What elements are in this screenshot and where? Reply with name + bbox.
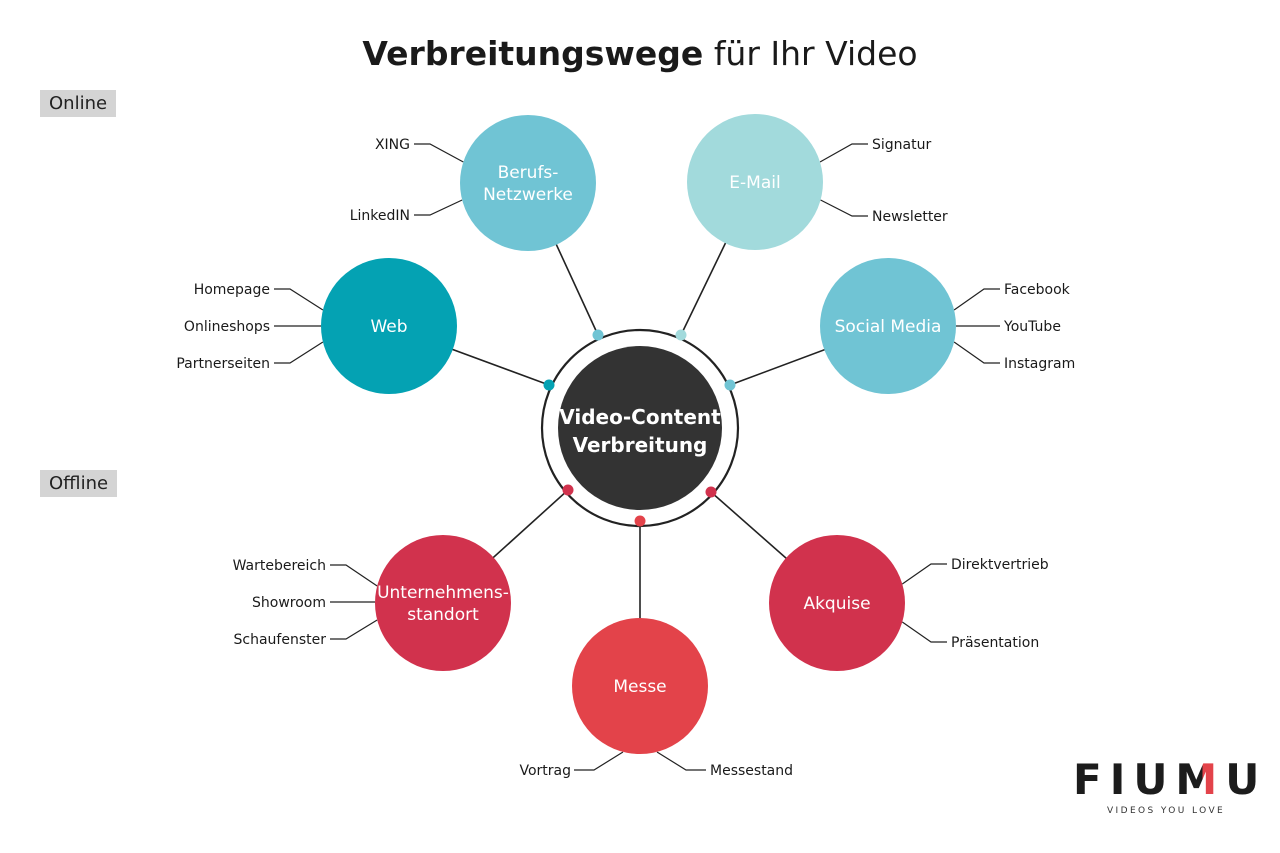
- leaf-label-unternehmen: Wartebereich: [233, 558, 326, 574]
- ring-dot-messe: [634, 515, 646, 527]
- ring-dot-berufs: [592, 329, 604, 341]
- section-label-online: Online: [40, 90, 117, 117]
- leaf-label-email: Newsletter: [872, 209, 948, 225]
- leaf-label-email: Signatur: [872, 137, 931, 153]
- leaf-line-berufs: [414, 143, 464, 163]
- leaf-label-unternehmen: Showroom: [252, 595, 326, 611]
- node-circle-akquise: [769, 535, 905, 671]
- logo-letters-b: U: [1225, 755, 1268, 804]
- leaf-label-web: Onlineshops: [184, 319, 270, 335]
- node-circle-web: [321, 258, 457, 394]
- node-circle-email: [687, 114, 823, 250]
- logo-tagline: VIDEOS YOU LOVE: [1107, 806, 1226, 816]
- logo-letters-a: FIU: [1073, 755, 1176, 804]
- logo-letter-m: M: [1175, 755, 1226, 804]
- section-label-offline: Offline: [40, 470, 118, 497]
- leaf-label-berufs: XING: [375, 137, 410, 153]
- leaf-line-messe: [574, 751, 624, 771]
- leaf-line-social: [953, 288, 1000, 311]
- leaf-line-unternehmen: [330, 564, 378, 587]
- node-circle-unternehmen: [375, 535, 511, 671]
- leaf-line-email: [819, 143, 868, 163]
- ring-dot-akquise: [705, 486, 717, 498]
- leaf-label-akquise: Direktvertrieb: [951, 557, 1049, 573]
- logo-word: FIUMU: [1073, 755, 1259, 804]
- leaf-line-akquise: [901, 563, 947, 585]
- node-label-berufs: Netzwerke: [483, 185, 573, 205]
- title-rest: für Ihr Video: [713, 34, 918, 73]
- node-label-akquise: Akquise: [803, 594, 870, 614]
- leaf-line-unternehmen: [330, 619, 378, 640]
- leaf-line-berufs: [414, 199, 463, 216]
- fiumu-logo: FIUMU VIDEOS YOU LOVE: [1073, 755, 1259, 817]
- leaf-label-messe: Vortrag: [519, 763, 571, 779]
- node-label-berufs: Berufs-: [498, 163, 559, 183]
- leaf-label-akquise: Präsentation: [951, 635, 1039, 651]
- leaf-line-messe: [656, 751, 706, 771]
- leaf-label-social: Instagram: [1004, 356, 1075, 372]
- leaf-label-web: Partnerseiten: [176, 356, 270, 372]
- ring-dot-web: [543, 379, 555, 391]
- ring-dot-unternehmen: [562, 484, 574, 496]
- node-label-unternehmen: Unternehmens-: [377, 583, 509, 603]
- leaf-line-web: [274, 288, 324, 311]
- node-label-email: E-Mail: [729, 173, 780, 193]
- leaf-label-social: Facebook: [1004, 282, 1071, 298]
- leaf-line-email: [820, 199, 868, 217]
- node-circle-berufs: [460, 115, 596, 251]
- leaf-label-berufs: LinkedIN: [350, 208, 410, 224]
- leaf-line-social: [953, 341, 1000, 364]
- leaf-label-messe: Messestand: [710, 763, 793, 779]
- node-label-messe: Messe: [613, 677, 666, 697]
- leaf-line-akquise: [901, 621, 947, 643]
- leaf-line-web: [274, 341, 324, 364]
- title-bold: Verbreitungswege: [362, 34, 704, 73]
- node-circle-social: [820, 258, 956, 394]
- leaf-label-web: Homepage: [194, 282, 270, 298]
- ring-dot-social: [724, 379, 736, 391]
- center-label-line1: Video-Content: [559, 405, 721, 429]
- node-label-social: Social Media: [835, 317, 942, 337]
- ring-dot-email: [675, 329, 687, 341]
- leaf-label-social: YouTube: [1003, 319, 1061, 335]
- center-circle: [558, 346, 722, 510]
- page-title: Verbreitungswege für Ihr Video: [0, 34, 1280, 73]
- leaf-label-unternehmen: Schaufenster: [234, 632, 327, 648]
- center-label-line2: Verbreitung: [573, 433, 708, 457]
- node-label-unternehmen: standort: [407, 605, 479, 625]
- node-circle-messe: [572, 618, 708, 754]
- node-label-web: Web: [370, 317, 407, 337]
